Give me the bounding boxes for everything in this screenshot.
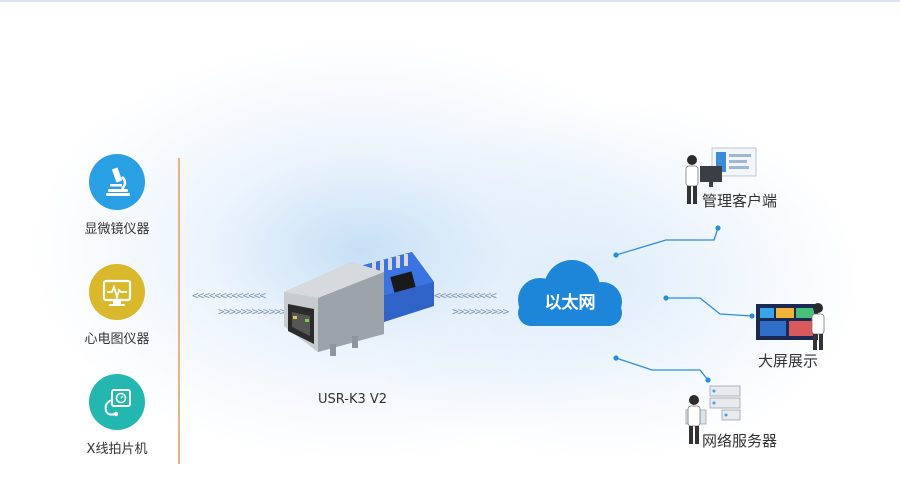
device-item-microscope: 显微镜仪器 xyxy=(57,154,177,237)
network-label: 以太网 xyxy=(544,293,596,313)
network-server-icon xyxy=(685,385,741,444)
arrow-right-to-cloud: >>>>>>>>>> xyxy=(452,305,509,318)
link-lines xyxy=(615,227,753,381)
endpoint-label-network-server: 网络服务器 xyxy=(702,432,778,450)
ethernet-cloud-icon xyxy=(518,260,622,326)
management-client-icon xyxy=(685,147,757,204)
device-label-microscope: 显微镜仪器 xyxy=(84,222,150,237)
ecg-monitor-icon xyxy=(89,264,145,320)
device-item-xray: X线拍片机 xyxy=(57,374,177,457)
large-screen-display-icon xyxy=(756,303,825,350)
vertical-divider xyxy=(178,158,180,464)
device-label-ecg: 心电图仪器 xyxy=(84,332,150,347)
microscope-icon xyxy=(89,154,145,210)
arrow-left-to-module: <<<<<<<<<<< xyxy=(434,289,497,302)
usr-k3-module xyxy=(284,252,434,356)
device-item-ecg: 心电图仪器 xyxy=(57,264,177,347)
arrow-left-to-devices: <<<<<<<<<<<<< xyxy=(192,289,266,302)
module-label: USR-K3 V2 xyxy=(318,392,388,407)
arrow-right-to-module: >>>>>>>>>>>> xyxy=(218,305,286,318)
top-border xyxy=(0,0,900,2)
endpoint-label-management-client: 管理客户端 xyxy=(702,192,778,210)
xray-machine-icon xyxy=(89,374,145,430)
endpoint-label-large-screen: 大屏展示 xyxy=(758,352,819,370)
device-label-xray: X线拍片机 xyxy=(86,442,148,457)
